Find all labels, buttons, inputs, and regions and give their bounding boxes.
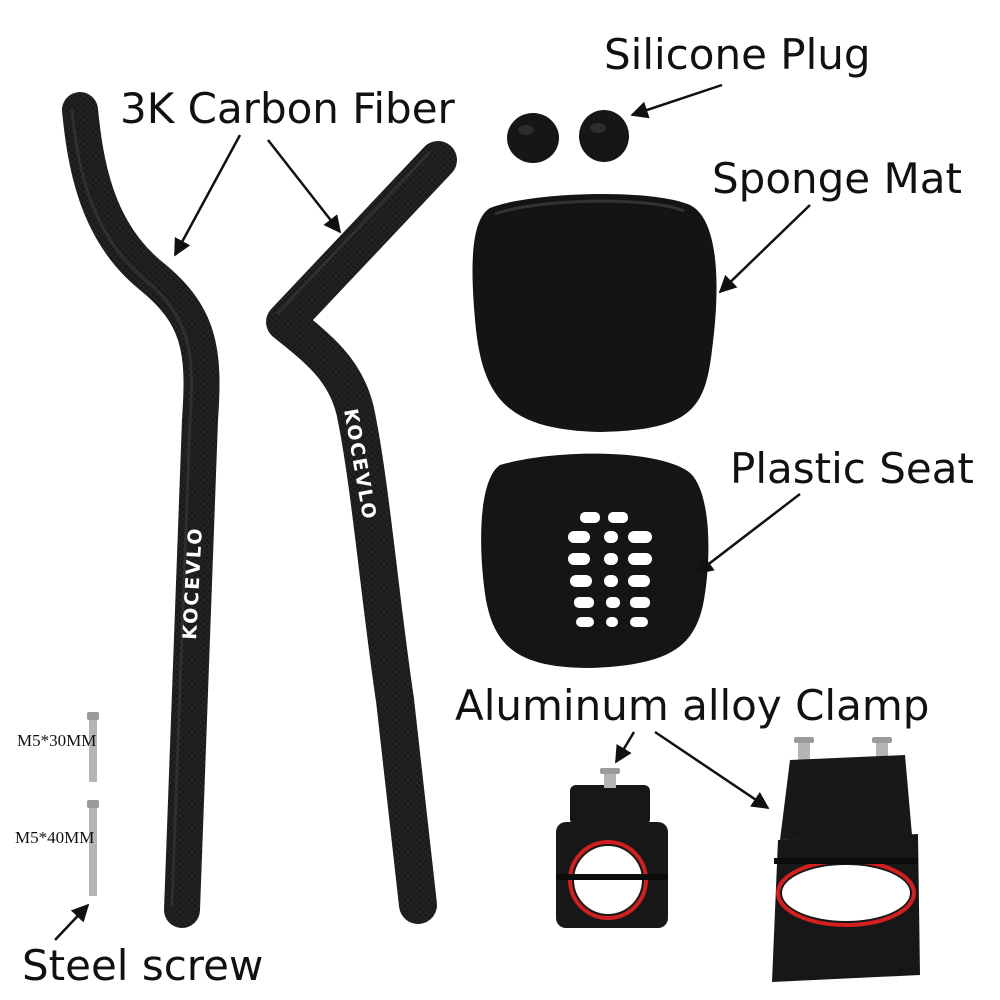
carbon-bar-right: KOCEVLO [266,141,457,924]
clamp-large [772,737,920,982]
label-m5-30: M5*30MM [17,731,97,750]
sponge-mat [472,193,717,432]
plastic-seat [481,453,709,668]
clamp-small [556,768,668,928]
label-sponge-mat: Sponge Mat [712,154,962,203]
steel-screws [87,712,99,896]
silicone-plugs [507,110,629,163]
label-carbon-fiber: 3K Carbon Fiber [120,84,455,133]
label-steel-screw: Steel screw [22,941,264,990]
label-plastic-seat: Plastic Seat [730,444,974,493]
label-clamp: Aluminum alloy Clamp [455,681,930,730]
callout-arrows [54,83,811,941]
label-silicone-plug: Silicone Plug [604,30,871,79]
label-m5-40: M5*40MM [15,828,95,847]
carbon-bar-left: KOCEVLO [62,92,220,928]
